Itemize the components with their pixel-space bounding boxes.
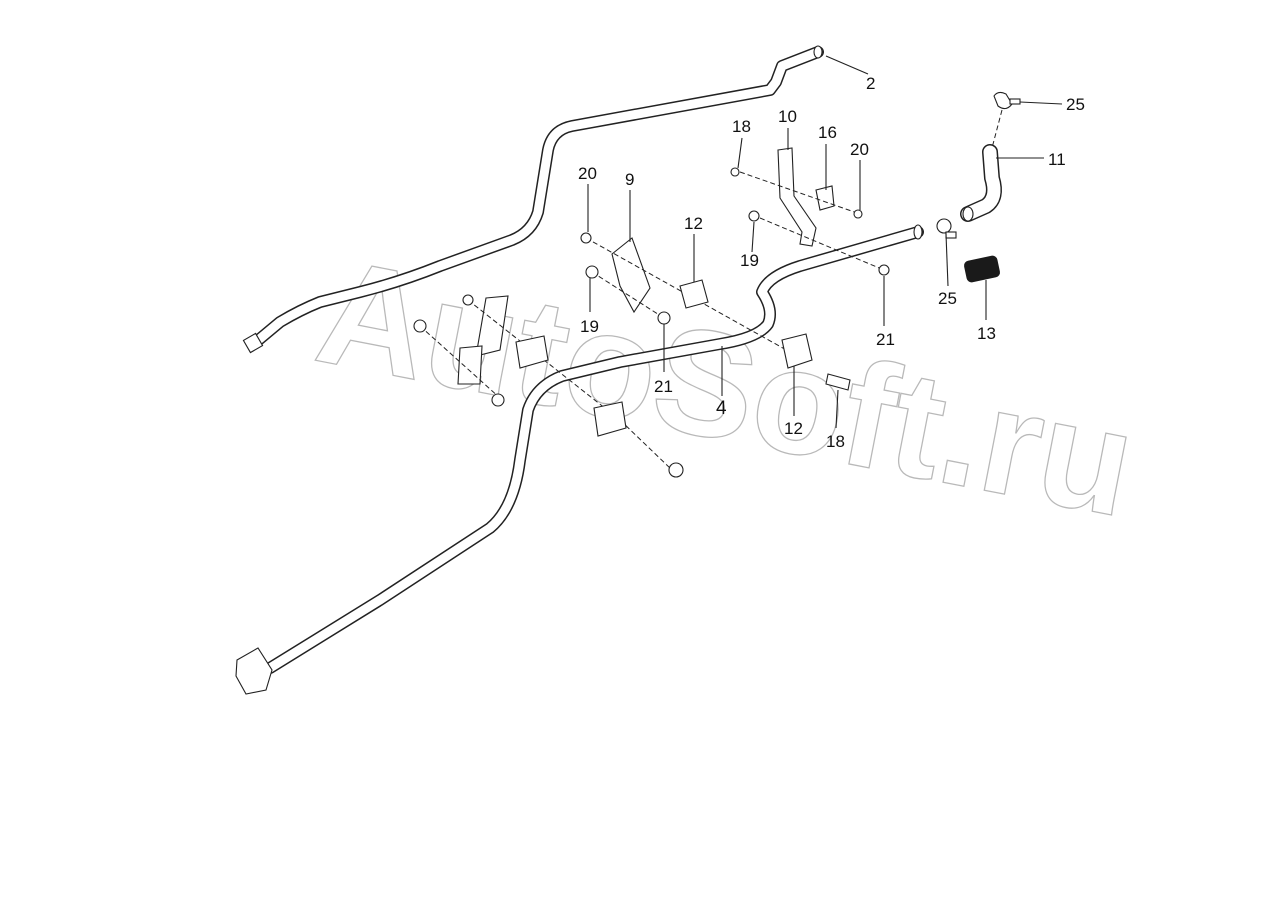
sleeve-13 (964, 255, 1000, 283)
callout-20-right: 20 (850, 140, 869, 159)
callout-21-left: 21 (654, 377, 673, 396)
plates-12 (515, 279, 813, 437)
callout-13: 13 (977, 324, 996, 343)
callout-21-right: 21 (876, 330, 895, 349)
callout-labels: 2 25 11 18 10 16 20 20 9 12 19 19 25 21 … (578, 74, 1085, 451)
callout-2: 2 (866, 74, 875, 93)
clamp-25-top (991, 91, 1021, 149)
leader-lines (587, 55, 1063, 429)
callout-10: 10 (778, 107, 797, 126)
callout-12-top: 12 (684, 214, 703, 233)
callout-12-bottom: 12 (784, 419, 803, 438)
callout-18-top: 18 (732, 117, 751, 136)
callout-9: 9 (625, 170, 634, 189)
pipe-2 (242, 45, 824, 354)
callout-4: 4 (716, 398, 727, 419)
callout-16: 16 (818, 123, 837, 142)
callout-19-left: 19 (580, 317, 599, 336)
clamp-25-lower (936, 218, 957, 239)
callout-25-top: 25 (1066, 95, 1085, 114)
callout-11: 11 (1048, 150, 1066, 169)
bracket-left (419, 295, 673, 471)
pipe-4 (235, 224, 924, 695)
callout-20-left: 20 (578, 164, 597, 183)
bracket-10 (739, 147, 885, 271)
callout-19-right: 19 (740, 251, 759, 270)
hose-11 (960, 144, 1002, 222)
fasteners (413, 167, 890, 478)
callout-18-bottom: 18 (826, 432, 845, 451)
callout-25-lower: 25 (938, 289, 957, 308)
